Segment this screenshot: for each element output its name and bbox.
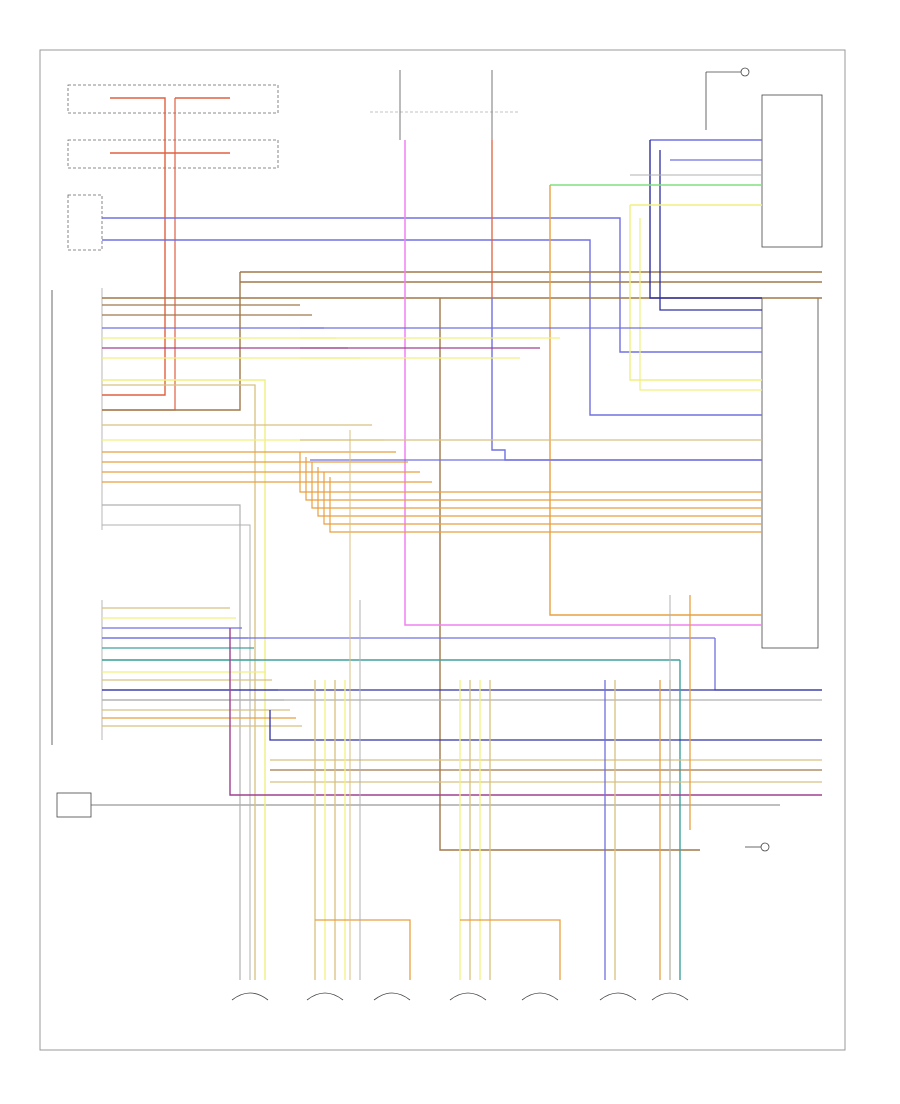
speaker-5 (521, 992, 559, 1001)
wire-orange-2 (311, 462, 762, 509)
antenna-right (745, 842, 770, 852)
speaker-2-symbol (306, 992, 344, 1001)
wire-path (315, 919, 411, 980)
wire-blue-1 (102, 217, 762, 353)
wire-path (659, 150, 762, 311)
speaker-7 (651, 992, 689, 1001)
wire-path (102, 524, 251, 980)
wire-path (491, 298, 762, 461)
wire-path (639, 218, 762, 391)
right-module (761, 297, 819, 649)
speaker-6-symbol (599, 992, 637, 1001)
speaker-2 (306, 992, 344, 1001)
wire-path (102, 272, 241, 411)
wire-brown-down (439, 298, 700, 851)
speaker-1-symbol (231, 992, 269, 1001)
top-center-fuses (370, 70, 520, 140)
wire-orange-vert (549, 185, 762, 616)
wire-orange-4 (323, 472, 762, 525)
speaker-4 (449, 992, 487, 1001)
top-left-fuse-box-1 (67, 84, 279, 114)
wire-path (460, 919, 561, 980)
diagram-frame (39, 49, 846, 1051)
speaker-6 (599, 992, 637, 1001)
wire-orange-3 (317, 467, 762, 517)
speakers (231, 992, 689, 1001)
wire-yellow-1 (629, 205, 762, 381)
wire-purple-bottom (229, 628, 822, 796)
speaker-7-symbol (651, 992, 689, 1001)
speaker-3-symbol (373, 992, 411, 1001)
wire-path (102, 98, 176, 411)
wire-grey-1 (102, 504, 241, 980)
top-left-connector (67, 194, 103, 251)
wire-pink (404, 140, 762, 626)
wire-blue-out-1 (714, 638, 822, 691)
speaker-4-symbol (449, 992, 487, 1001)
wire-red-1 (102, 97, 166, 396)
wire-dkblue-1 (649, 140, 762, 299)
top-left-components (67, 84, 279, 251)
wire-path (102, 384, 256, 980)
wires (102, 97, 822, 980)
wire-orange-0 (299, 452, 762, 493)
left-bottom-module-box (56, 792, 92, 818)
right-module-box (761, 297, 819, 649)
speaker-5-symbol (521, 992, 559, 1001)
speaker-1 (231, 992, 269, 1001)
speaker-3 (373, 992, 411, 1001)
wire-orange-1 (305, 457, 762, 501)
top-left-fuse-box-2 (67, 139, 279, 169)
top-right-module (705, 67, 823, 248)
wire-dkblue-low (269, 710, 822, 741)
wire-yellow-2 (102, 379, 266, 980)
left-bottom-module (56, 792, 780, 818)
wire-orange-5 (329, 477, 762, 533)
top-right-module-box (761, 94, 823, 248)
left-connector (51, 288, 103, 745)
